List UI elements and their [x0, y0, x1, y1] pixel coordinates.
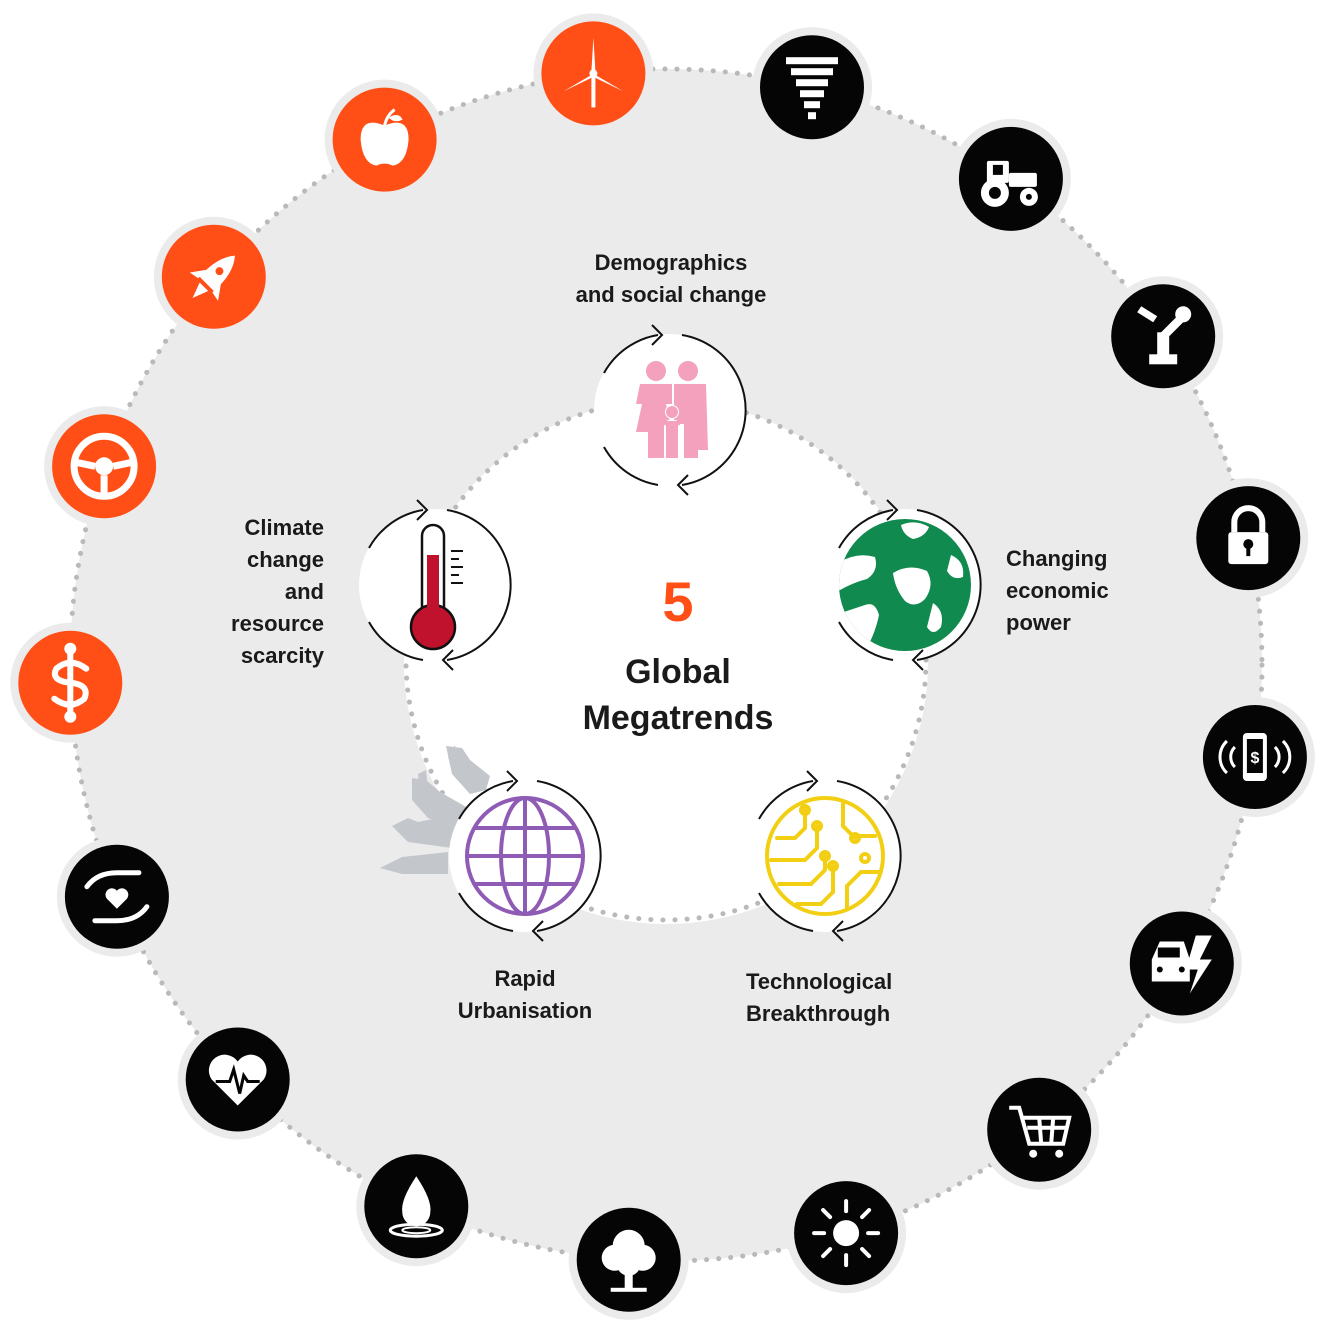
shopping-cart-icon	[979, 1069, 1100, 1190]
climate-line-2: change	[246, 547, 324, 572]
tractor-icon	[950, 118, 1071, 239]
urbanisation-line-2: Urbanisation	[457, 998, 593, 1023]
steering-wheel-icon	[44, 406, 165, 527]
economic-label: Changing economic power	[1006, 543, 1156, 639]
apple-icon	[324, 79, 445, 200]
economic-node	[829, 499, 982, 671]
technology-node	[749, 770, 902, 942]
svg-text:$: $	[1250, 750, 1259, 767]
wind-turbine-icon	[533, 13, 654, 134]
demographics-line-2: and social change	[575, 282, 767, 307]
city-globe-icon	[465, 796, 585, 916]
healthcare-dollar-icon	[10, 622, 131, 743]
climate-label: Climate change and resource scarcity	[160, 512, 324, 672]
urbanisation-node	[449, 770, 602, 942]
water-drop-icon	[356, 1146, 477, 1267]
center-title-line-2: Megatrends	[582, 699, 774, 737]
circuit-globe-icon	[765, 796, 885, 916]
technology-line-1: Technological	[746, 969, 893, 994]
tree-icon	[568, 1199, 689, 1320]
heart-rate-icon	[177, 1019, 298, 1140]
technology-line-2: Breakthrough	[746, 1001, 891, 1026]
economic-line-3: power	[1006, 610, 1071, 635]
demographics-node	[594, 324, 747, 496]
climate-line-5: scarcity	[240, 643, 324, 668]
demographics-label: Demographics and social change	[540, 247, 802, 311]
robot-arm-icon	[1103, 276, 1224, 397]
climate-line-1: Climate	[244, 515, 324, 540]
urbanisation-label: Rapid Urbanisation	[425, 963, 625, 1027]
skyline-decoration	[380, 745, 490, 874]
outer-dotted-orbit	[67, 66, 1265, 1264]
family-icon	[636, 361, 708, 458]
population-pyramid-icon	[752, 27, 872, 148]
padlock-icon	[1188, 478, 1309, 599]
economic-line-2: economic	[1006, 578, 1109, 603]
climate-node	[359, 499, 512, 671]
climate-line-4: resource	[231, 611, 324, 636]
economic-line-1: Changing	[1006, 546, 1108, 571]
cycle-arrow-top-tail	[681, 334, 747, 448]
thermometer-icon	[409, 523, 463, 651]
mobile-payment-icon: $	[1194, 697, 1315, 817]
demographics-line-1: Demographics	[594, 250, 748, 275]
sun-icon	[786, 1173, 907, 1294]
rocket-icon	[153, 216, 274, 337]
technology-label: Technological Breakthrough	[746, 966, 946, 1030]
electric-car-icon	[1121, 903, 1242, 1024]
center-number: 5	[662, 570, 694, 633]
cycle-arrow-top	[603, 334, 659, 374]
urbanisation-line-1: Rapid	[494, 966, 556, 991]
center-title-line-1: Global	[625, 653, 731, 691]
climate-line-3: and	[284, 579, 324, 604]
caring-hands-icon	[56, 836, 177, 957]
